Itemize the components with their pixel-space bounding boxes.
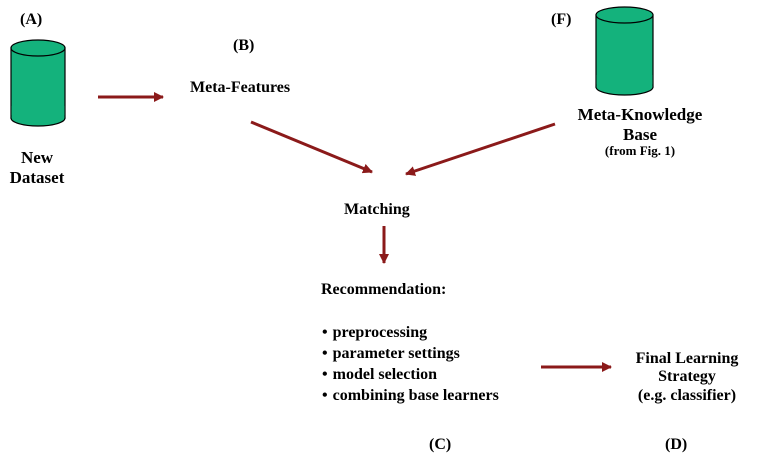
new-dataset-line1: New	[20, 148, 54, 167]
meta-knowledge-line1: Meta-Knowledge	[577, 105, 703, 124]
recommendation-item-parameter-settings: parameter settings	[322, 343, 499, 364]
recommendation-item-model-selection: model selection	[322, 364, 499, 385]
label-c: (C)	[429, 436, 452, 453]
meta-knowledge-base-cylinder-icon	[595, 6, 654, 96]
final-strategy-line3: (e.g. classifier)	[637, 386, 737, 404]
final-strategy-line2: Strategy	[658, 368, 716, 386]
arrow-features-to-matching	[250, 120, 373, 174]
label-d: (D)	[665, 436, 688, 453]
final-strategy-label: Final Learning Strategy (e.g. classifier…	[612, 350, 758, 405]
recommendation-title: Recommendation:	[321, 281, 447, 298]
new-dataset-line2: Dataset	[9, 167, 65, 187]
new-dataset-cylinder-icon	[10, 39, 66, 127]
label-f: (F)	[551, 11, 572, 28]
recommendation-list: preprocessing parameter settings model s…	[322, 322, 499, 406]
recommendation-item-combining-base-learners: combining base learners	[322, 385, 499, 406]
meta-knowledge-base-label: Meta-Knowledge Base (from Fig. 1)	[555, 105, 725, 159]
matching-label: Matching	[344, 201, 410, 218]
label-b: (B)	[233, 37, 255, 54]
recommendation-item-preprocessing: preprocessing	[322, 322, 499, 343]
meta-knowledge-note: (from Fig. 1)	[604, 143, 676, 159]
meta-knowledge-line2: Base	[623, 124, 657, 144]
meta-features-label: Meta-Features	[190, 79, 291, 96]
new-dataset-label: New Dataset	[2, 148, 72, 187]
arrow-knowledge-to-matching	[405, 122, 556, 176]
label-a: (A)	[20, 11, 43, 28]
final-strategy-line1: Final Learning	[635, 350, 739, 367]
